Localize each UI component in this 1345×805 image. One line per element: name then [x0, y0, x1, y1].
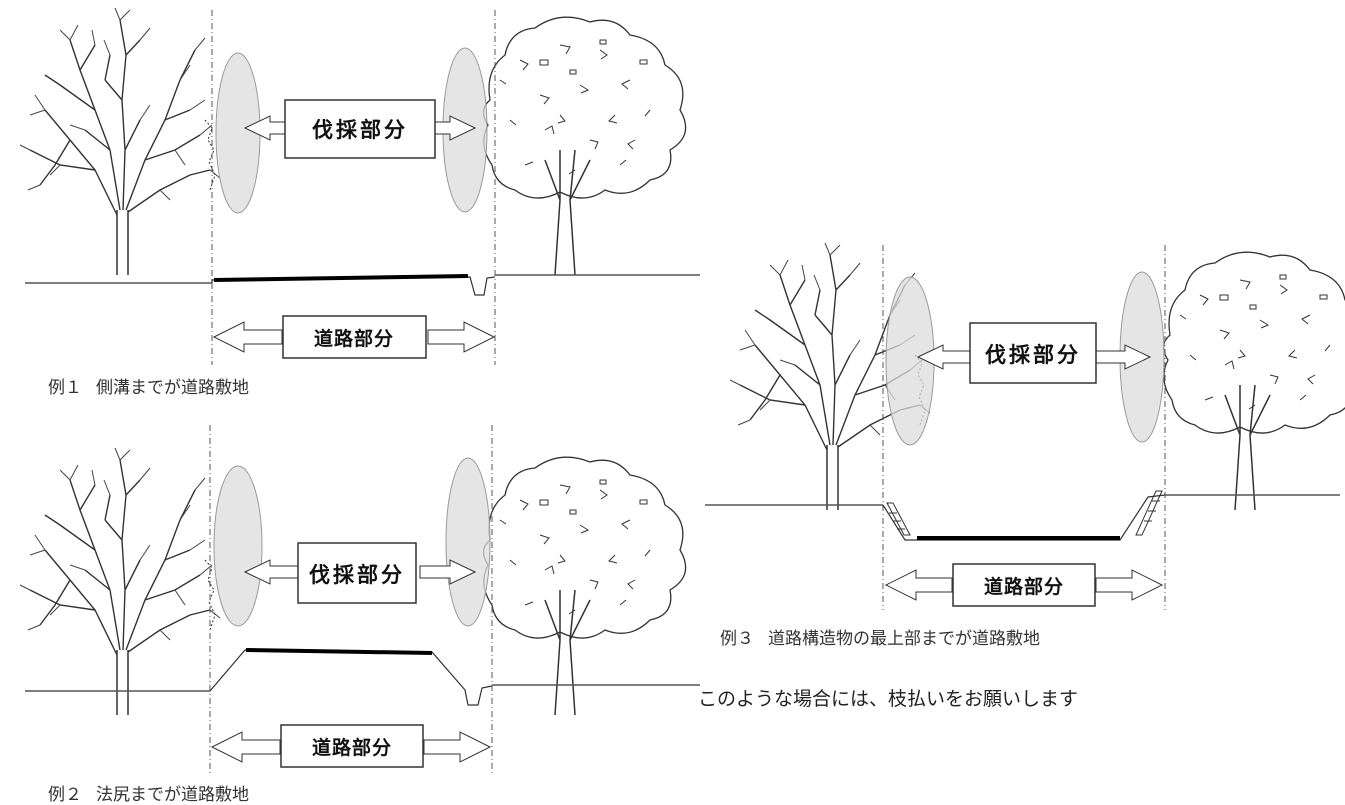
ditch — [211, 276, 496, 296]
road-cut-profile — [882, 494, 1166, 541]
bare-tree-illustration — [19, 7, 221, 276]
ground-line — [25, 274, 700, 284]
cut-part-label: 伐採部分 — [985, 343, 1081, 367]
pruning-request-note: このような場合には、枝払いをお願いします — [698, 688, 1079, 710]
cut-part-box — [297, 542, 417, 604]
example-3-caption: 例３ 道路構造物の最上部までが道路敷地 — [720, 624, 1040, 649]
road-part-label: 道路部分 — [984, 575, 1064, 598]
cut-zone-ellipse-right — [445, 457, 491, 627]
bare-tree-illustration — [19, 447, 221, 716]
cut-part-label: 伐採部分 — [309, 563, 405, 587]
example-2-caption: 例２ 法尻までが道路敷地 — [48, 780, 249, 805]
example-number: 例３ — [720, 629, 754, 649]
example-number: 例２ — [48, 785, 82, 805]
example-caption-text: 道路構造物の最上部までが道路敷地 — [768, 629, 1040, 649]
road-part-box — [282, 315, 427, 359]
leafy-tree-illustration — [1162, 251, 1345, 511]
example-1-diagram: 伐採部分 道路部分 — [19, 7, 700, 365]
road-part-label: 道路部分 — [312, 736, 392, 759]
leafy-tree-illustration — [482, 16, 687, 276]
embankment-slope — [209, 649, 493, 706]
road-surface — [213, 274, 469, 282]
leafy-tree-illustration — [482, 456, 687, 716]
example-3-diagram: 伐採部分 道路部分 — [705, 242, 1345, 610]
example-caption-text: 法尻までが道路敷地 — [96, 785, 249, 805]
road-part-box — [952, 563, 1096, 607]
example-number: 例１ — [48, 378, 82, 398]
cut-zone-ellipse-left — [213, 465, 263, 627]
road-part-box — [280, 724, 424, 768]
cut-zone-ellipse-left — [215, 52, 261, 214]
retaining-wall-left — [886, 502, 911, 536]
example-caption-text: 側溝までが道路敷地 — [96, 378, 249, 398]
retaining-wall-right — [1135, 490, 1163, 536]
cut-part-label: 伐採部分 — [312, 118, 408, 142]
road-part-label: 道路部分 — [314, 327, 394, 350]
cut-part-box — [969, 322, 1097, 384]
road-surface — [245, 648, 433, 655]
example-1-caption: 例１ 側溝までが道路敷地 — [48, 373, 249, 398]
example-2-diagram: 伐採部分 道路部分 — [19, 425, 700, 775]
cut-part-box — [284, 99, 436, 159]
